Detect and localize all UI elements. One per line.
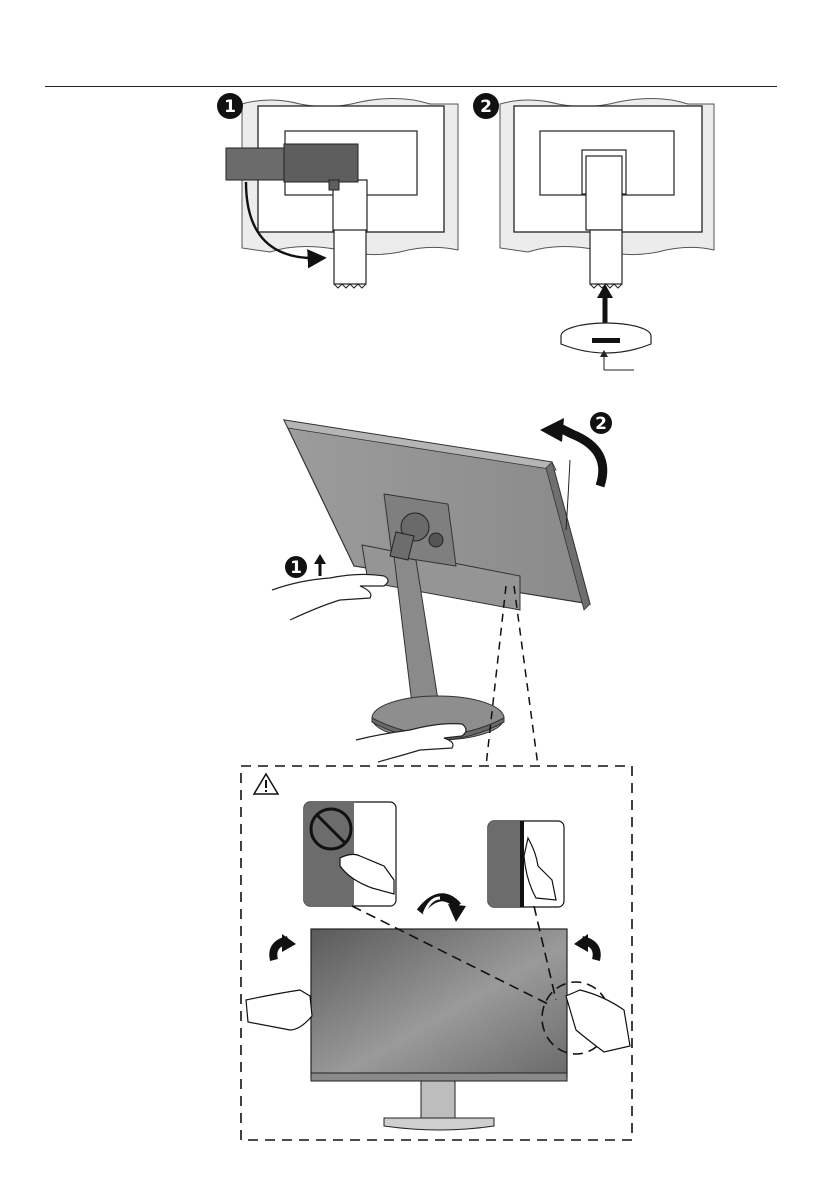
panel-one-illustration bbox=[226, 98, 458, 288]
middle-step-two-number: 2 bbox=[595, 414, 607, 434]
middle-step-one-number: 1 bbox=[290, 558, 302, 578]
caution-box bbox=[241, 766, 632, 1140]
step-two-number: 2 bbox=[480, 97, 492, 117]
middle-step-one-badge: 1 bbox=[285, 556, 307, 578]
panel-two-illustration bbox=[500, 98, 714, 370]
monitor-back-illustration bbox=[272, 418, 603, 766]
middle-step-two-badge: 2 bbox=[590, 412, 612, 434]
hand-grip-edge-icon bbox=[488, 821, 564, 907]
step-two-badge: 2 bbox=[473, 93, 499, 119]
step-one-number: 1 bbox=[224, 97, 236, 117]
step-one-badge: 1 bbox=[217, 93, 243, 119]
no-touch-screen-icon bbox=[304, 802, 396, 906]
